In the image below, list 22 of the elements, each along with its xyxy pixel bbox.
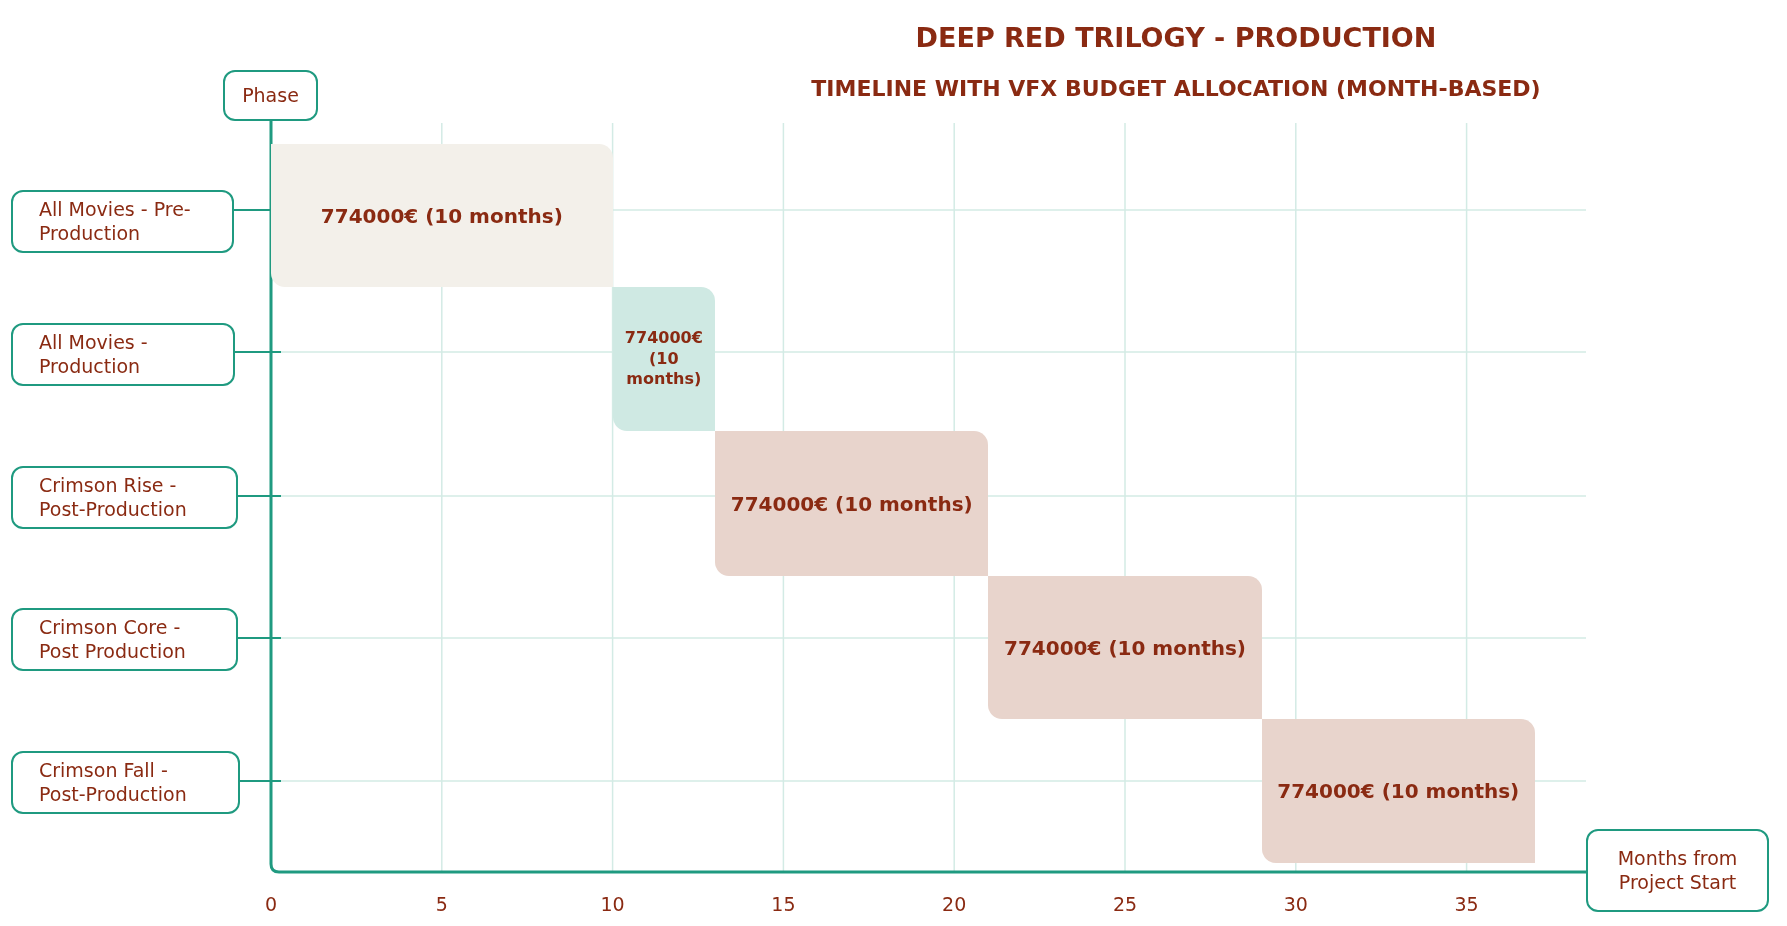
budget-bar: 774000€ (10 months) — [1261, 719, 1535, 863]
phase-label-box: Crimson Core - Post Production — [11, 608, 238, 671]
budget-bar: 774000€ (10 months) — [988, 576, 1262, 719]
chart-title: DEEP RED TRILOGY - PRODUCTION — [914, 22, 1438, 53]
phase-label-box: Crimson Rise - Post-Production — [11, 466, 238, 529]
phase-label-box: All Movies - Production — [11, 323, 235, 386]
axis-label-box: Phase — [223, 70, 318, 121]
axis-label-box: Months from Project Start — [1586, 829, 1769, 912]
axis-tick-label: 15 — [770, 893, 797, 915]
phase-label-box: All Movies - Pre-Production — [11, 190, 234, 253]
axis-tick-label: 35 — [1453, 893, 1480, 915]
budget-bar: 774000€ (10 months) — [715, 431, 989, 576]
axis-tick-label: 30 — [1282, 893, 1309, 915]
phase-label-box: Crimson Fall - Post-Production — [11, 751, 240, 814]
axis-tick-label: 20 — [941, 893, 968, 915]
chart-subtitle: TIMELINE WITH VFX BUDGET ALLOCATION (MONTH-BASED) — [810, 76, 1542, 101]
budget-bar: 774000€ (10 months) — [271, 144, 613, 287]
budget-bar: 774000€ (10 months) — [612, 287, 716, 431]
axis-tick-label: 0 — [263, 893, 279, 915]
axis-tick-label: 5 — [434, 893, 449, 915]
axis-tick-label: 10 — [599, 893, 626, 915]
axis-tick-label: 25 — [1111, 893, 1139, 915]
